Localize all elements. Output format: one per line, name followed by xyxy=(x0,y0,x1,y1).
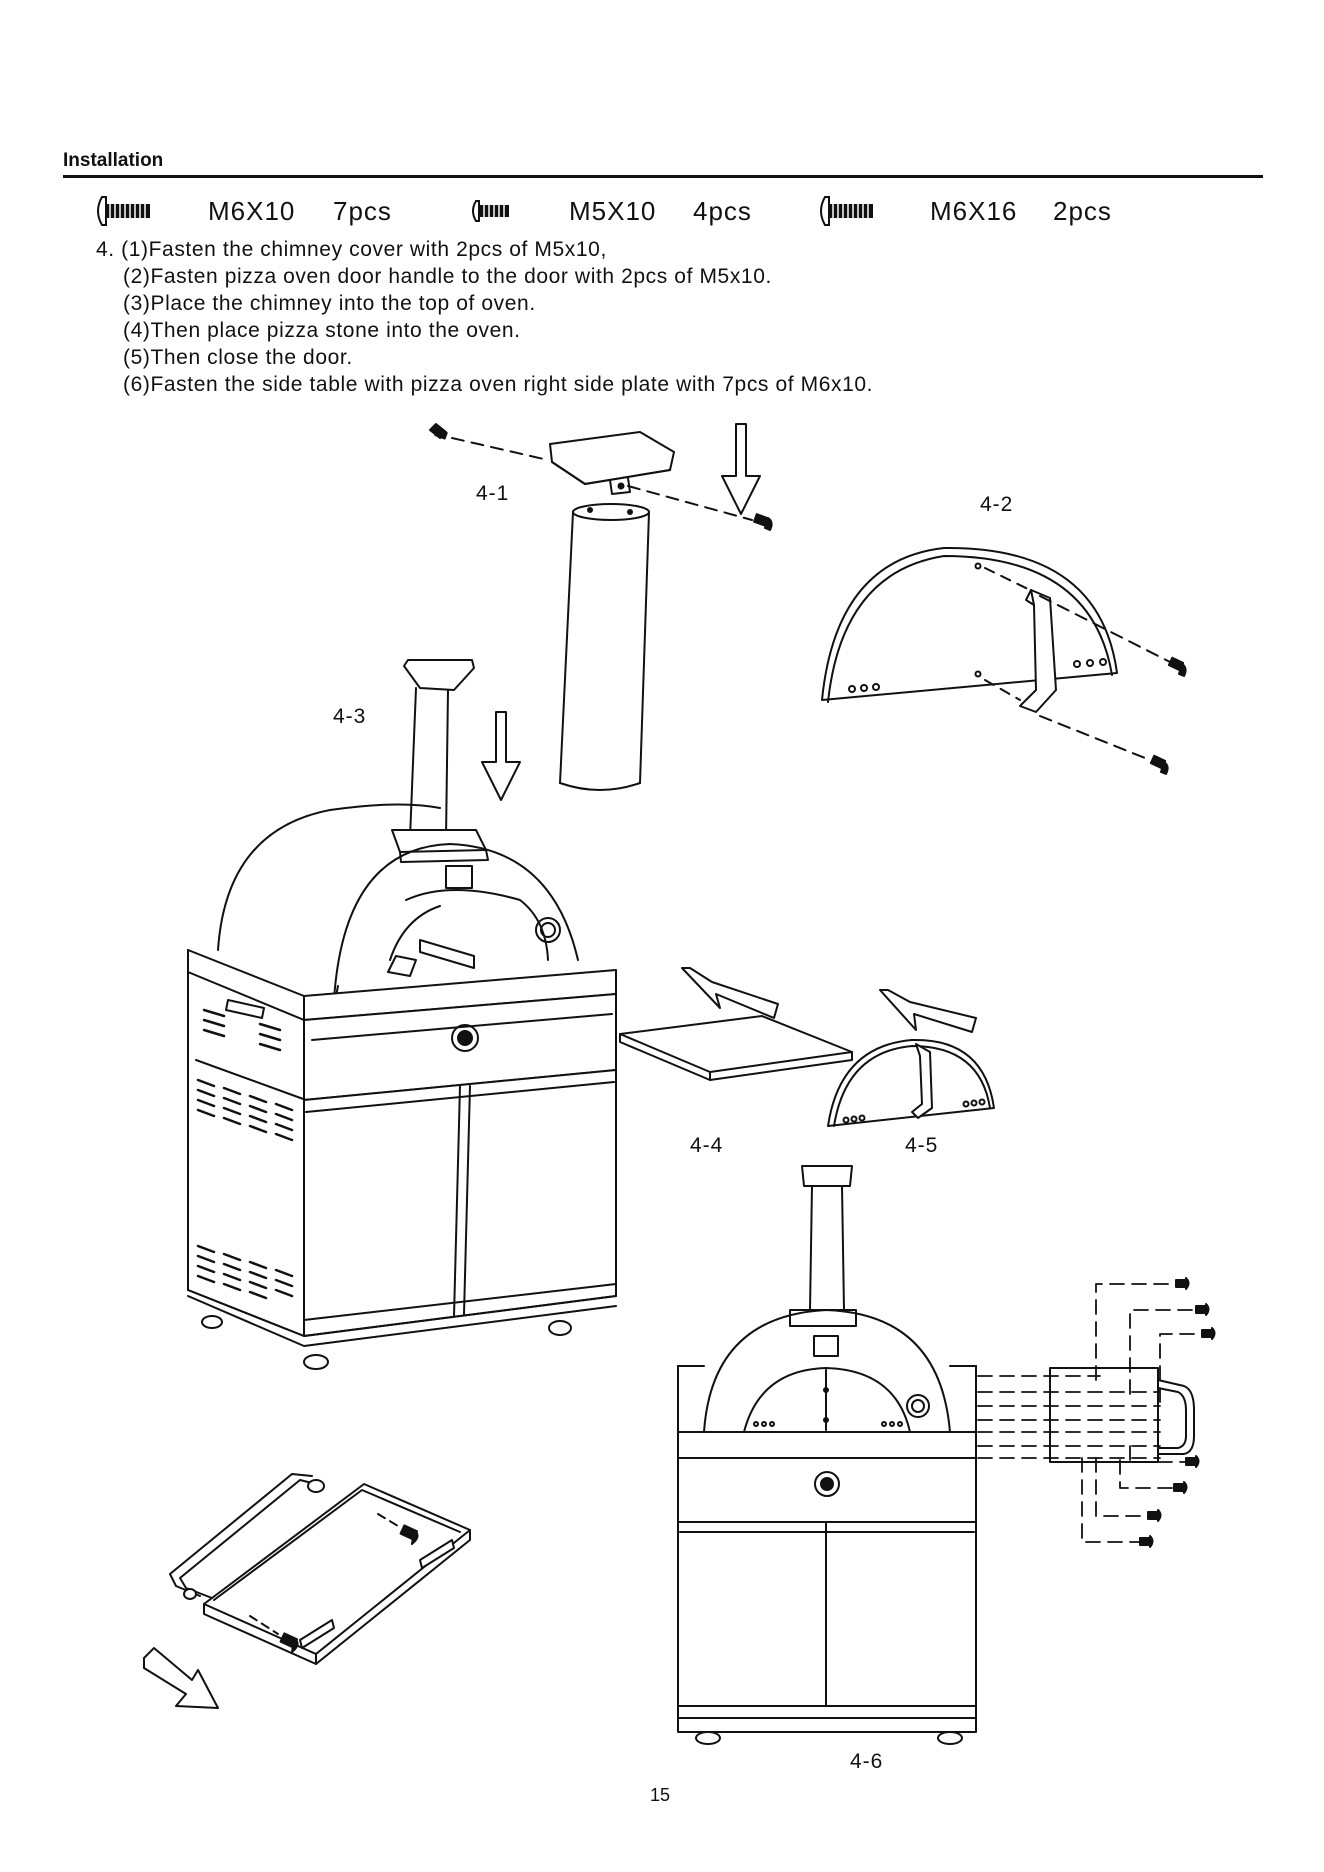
insert-arrow-icon xyxy=(681,967,779,1019)
step-number: 4. xyxy=(96,238,115,261)
assembled-oven-front-drawing xyxy=(677,1165,977,1745)
step-line: (6)Fasten the side table with pizza oven… xyxy=(123,373,874,396)
section-title: Installation xyxy=(63,150,164,171)
part-m6x10 xyxy=(92,194,152,228)
screw-icon xyxy=(1139,1277,1216,1548)
part-m6x10-spec: M6X10 xyxy=(208,194,295,228)
part-m6x16-spec: M6X16 xyxy=(930,194,1017,228)
instruction-steps: 4. (1)Fasten the chimney cover with 2pcs… xyxy=(96,236,873,398)
step-line: (2)Fasten pizza oven door handle to the … xyxy=(123,265,772,288)
part-m5x10-spec: M5X10 xyxy=(569,194,656,228)
part-qty: 2pcs xyxy=(1053,195,1112,226)
screw-m6x16-icon xyxy=(820,196,873,226)
side-table-isometric-drawing xyxy=(169,1473,471,1665)
screw-icon xyxy=(752,513,773,531)
part-m5x10-qty: 4pcs xyxy=(693,194,752,228)
screw-icon xyxy=(429,423,448,440)
pizza-stone-drawing xyxy=(619,1015,853,1081)
chimney-pipe-drawing xyxy=(559,503,650,791)
down-arrow-icon xyxy=(721,423,761,515)
part-m6x10-qty: 7pcs xyxy=(333,194,392,228)
step-line: 4. (1)Fasten the chimney cover with 2pcs… xyxy=(96,236,873,263)
figure-label-4-4: 4-4 xyxy=(690,1134,724,1157)
part-spec: M6X10 xyxy=(208,195,296,226)
part-m5x10 xyxy=(468,194,512,228)
pizza-oven-cart-drawing xyxy=(187,659,617,1370)
small-door-drawing xyxy=(827,1038,995,1127)
door-with-handle-drawing xyxy=(821,546,1118,713)
part-spec: M6X16 xyxy=(930,195,1018,226)
part-qty: 4pcs xyxy=(693,195,752,226)
screw-icon xyxy=(1167,656,1187,677)
side-table-drawing xyxy=(1049,1367,1195,1463)
chimney-cover-drawing xyxy=(549,431,675,495)
step-line: (4)Then place pizza stone into the oven. xyxy=(123,319,521,342)
step-line: (5)Then close the door. xyxy=(123,346,353,369)
pull-arrow-icon xyxy=(143,1647,219,1709)
insert-arrow-icon xyxy=(879,989,977,1033)
screw-m6x10-icon xyxy=(97,196,150,226)
screw-icon xyxy=(1149,754,1169,775)
screw-m5x10-icon xyxy=(472,200,509,222)
part-m6x16-qty: 2pcs xyxy=(1053,194,1112,228)
part-spec: M5X10 xyxy=(569,195,657,226)
figure-label-4-5: 4-5 xyxy=(905,1134,939,1157)
figure-label-4-3: 4-3 xyxy=(333,705,367,728)
figure-label-4-6: 4-6 xyxy=(850,1750,884,1773)
title-rule xyxy=(63,175,1263,178)
figure-label-4-2: 4-2 xyxy=(980,493,1014,516)
figure-label-4-1: 4-1 xyxy=(476,482,510,505)
part-qty: 7pcs xyxy=(333,195,392,226)
page-number: 15 xyxy=(650,1785,671,1805)
step-line: (3)Place the chimney into the top of ove… xyxy=(123,292,536,315)
part-m6x16 xyxy=(815,194,875,228)
step-text: (1)Fasten the chimney cover with 2pcs of… xyxy=(121,238,607,261)
screw-icon xyxy=(279,1524,419,1653)
